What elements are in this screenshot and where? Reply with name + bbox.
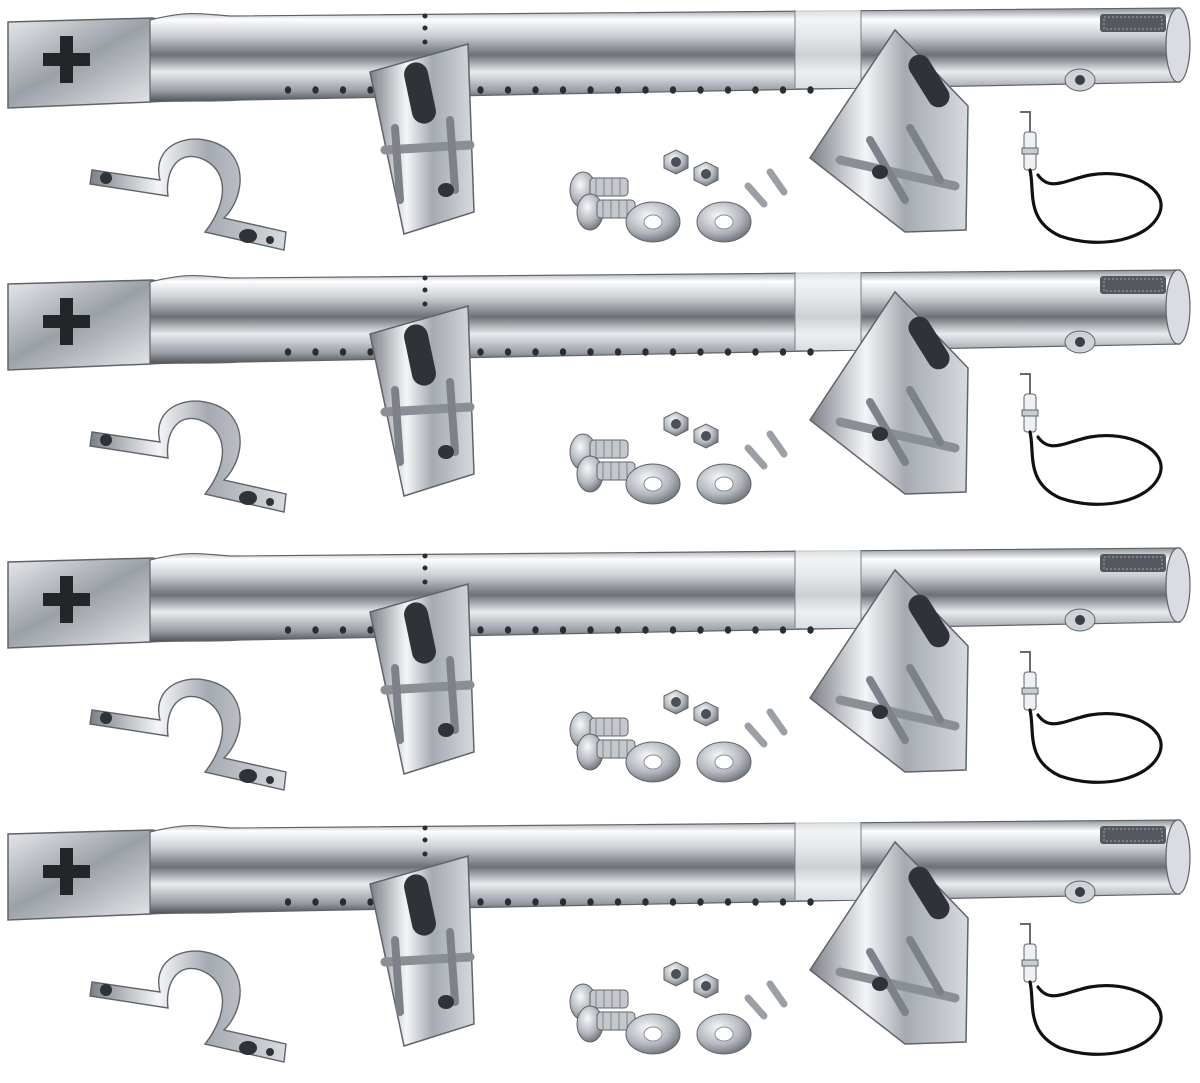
bolt-set — [569, 149, 788, 243]
washer — [625, 463, 681, 505]
bolt-set — [569, 411, 788, 505]
burner-kit-illustration — [7, 819, 1191, 1063]
washer — [696, 741, 752, 783]
bolt — [576, 1005, 636, 1043]
igniter-electrode — [1020, 373, 1163, 506]
burner-kit — [0, 262, 1200, 517]
washer — [696, 1013, 752, 1055]
pipe-clamp — [89, 400, 287, 513]
burner-tube — [149, 7, 1191, 103]
hex-nut — [663, 411, 689, 437]
left-mount-bracket — [369, 305, 475, 497]
pipe-clamp — [89, 678, 287, 791]
hex-nut — [693, 701, 719, 727]
bolt — [576, 193, 636, 231]
bolt — [576, 455, 636, 493]
hex-nut — [663, 149, 689, 175]
pipe-clamp — [89, 950, 287, 1063]
washer — [696, 463, 752, 505]
burner-tube — [149, 547, 1191, 643]
right-mount-bracket — [808, 28, 969, 233]
right-mount-bracket — [808, 290, 969, 495]
burner-kit — [0, 0, 1200, 255]
left-mount-bracket — [369, 583, 475, 775]
bolt — [576, 733, 636, 771]
burner-kit — [0, 540, 1200, 795]
left-mount-bracket — [369, 43, 475, 235]
hex-nut — [663, 961, 689, 987]
hex-nut — [693, 423, 719, 449]
screw — [744, 708, 788, 748]
washer — [625, 201, 681, 243]
screw — [744, 430, 788, 470]
burner-tube — [149, 269, 1191, 365]
right-mount-bracket — [808, 840, 969, 1045]
right-mount-bracket — [808, 568, 969, 773]
bolt-set — [569, 961, 788, 1055]
washer — [696, 201, 752, 243]
hex-nut — [693, 161, 719, 187]
hex-nut — [663, 689, 689, 715]
burner-tube — [149, 819, 1191, 915]
hex-nut — [693, 973, 719, 999]
left-mount-bracket — [369, 855, 475, 1047]
bolt-set — [569, 689, 788, 783]
igniter-electrode — [1020, 111, 1163, 244]
screw — [744, 168, 788, 208]
burner-kit-illustration — [7, 269, 1191, 513]
igniter-electrode — [1020, 923, 1163, 1056]
washer — [625, 1013, 681, 1055]
burner-kit-illustration — [7, 547, 1191, 791]
burner-kit — [0, 812, 1200, 1067]
screw — [744, 980, 788, 1020]
pipe-clamp — [89, 138, 287, 251]
washer — [625, 741, 681, 783]
burner-kit-illustration — [7, 7, 1191, 251]
igniter-electrode — [1020, 651, 1163, 784]
